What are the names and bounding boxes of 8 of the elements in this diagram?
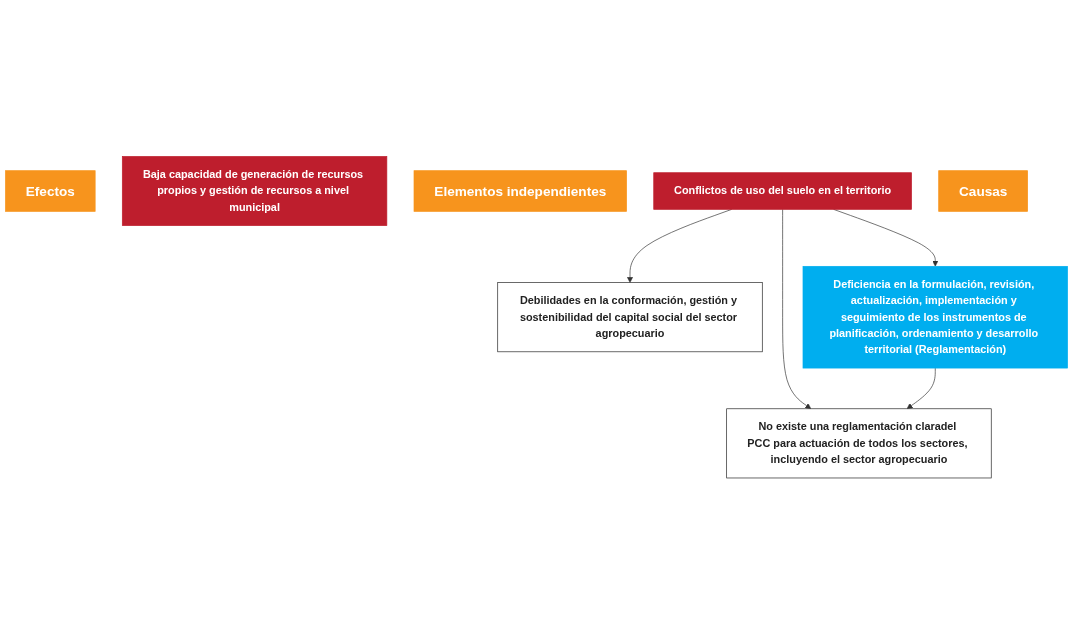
node-box: Debilidades en la conformación, gestión y sostenibilidad del capital social del sector agropecuario <box>497 282 763 352</box>
node-box: No existe una reglamentación claradel PCC para actuación de todos los sectores, incluyendo el sector agropecuario <box>726 408 992 479</box>
node-box: Elementos independientes <box>413 170 627 212</box>
node-box: Causas <box>938 170 1028 212</box>
node-box: Conflictos de uso del suelo en el territorio <box>653 172 912 210</box>
node-box: Baja capacidad de generación de recursos propios y gestión de recursos a nivel municipal <box>121 155 388 226</box>
node-box: Efectos <box>5 170 96 212</box>
node-box: Deficiencia en la formulación, revisión, actualización, implementación y seguimiento de los instrumentos de planificación, ordenamiento y desarrollo territorial (Reglamentación) <box>802 265 1068 369</box>
